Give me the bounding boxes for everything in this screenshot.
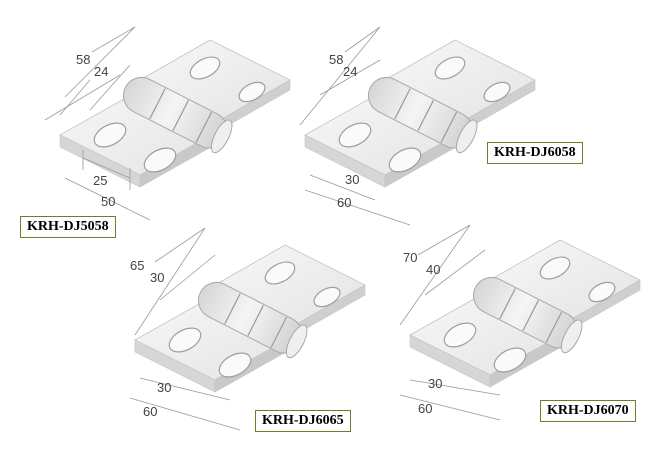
dim-width-inner: 30 bbox=[345, 172, 359, 187]
dim-height-inner: 24 bbox=[94, 64, 108, 79]
dim-height-inner: 40 bbox=[426, 262, 440, 277]
dim-height-inner: 24 bbox=[343, 64, 357, 79]
dim-height-inner: 30 bbox=[150, 270, 164, 285]
model-label: KRH-DJ5058 bbox=[20, 216, 116, 238]
dim-width-total: 60 bbox=[143, 404, 157, 419]
model-label: KRH-DJ6065 bbox=[255, 410, 351, 432]
hinge-figure-1: 58 24 30 60 bbox=[299, 26, 536, 226]
dim-width-inner: 25 bbox=[93, 173, 107, 188]
dim-width-total: 60 bbox=[337, 195, 351, 210]
dim-width-total: 60 bbox=[418, 401, 432, 416]
hinge-figure-2: 65 30 30 60 bbox=[129, 227, 366, 431]
hinge-figure-3: 70 40 30 60 bbox=[399, 224, 641, 421]
hinge-figure-0: 58 24 25 50 bbox=[44, 26, 291, 221]
dim-height-total: 58 bbox=[76, 52, 90, 67]
dim-width-inner: 30 bbox=[428, 376, 442, 391]
dim-width-inner: 30 bbox=[157, 380, 171, 395]
dim-height-total: 58 bbox=[329, 52, 343, 67]
model-label: KRH-DJ6070 bbox=[540, 400, 636, 422]
model-label: KRH-DJ6058 bbox=[487, 142, 583, 164]
dim-width-total: 50 bbox=[101, 194, 115, 209]
dim-height-total: 65 bbox=[130, 258, 144, 273]
dim-height-total: 70 bbox=[403, 250, 417, 265]
